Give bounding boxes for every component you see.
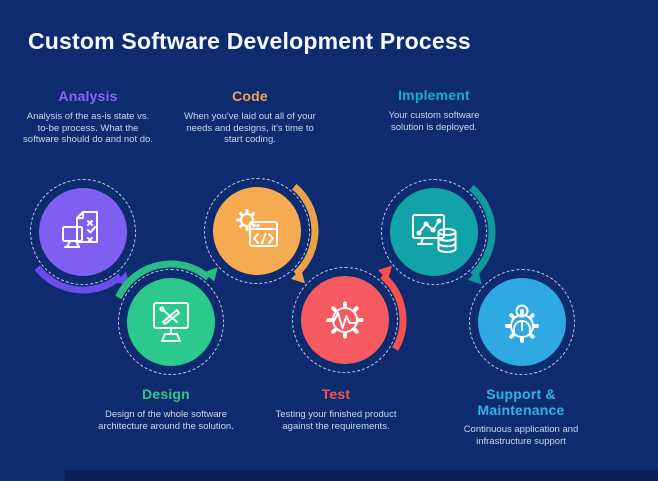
stage-node-implement — [381, 179, 487, 285]
stage-node-support — [469, 269, 575, 375]
stage-circle-code — [213, 187, 301, 275]
stage-heading-analysis: Analysis — [58, 88, 118, 104]
stage-circle-analysis — [39, 188, 127, 276]
dashed-ring — [469, 269, 575, 375]
stage-heading-support: Support & Maintenance — [477, 386, 565, 418]
stage-text-test: Test Testing your finished product again… — [261, 386, 411, 432]
stage-description-analysis: Analysis of the as-is state vs. to-be pr… — [23, 111, 153, 145]
gear-pulse-icon — [326, 301, 364, 339]
monitor-checklist-icon — [62, 211, 98, 248]
stage-description-implement: Your custom software solution is deploye… — [388, 110, 480, 133]
stage-circle-test — [301, 276, 389, 364]
dashed-ring — [381, 179, 487, 285]
stage-text-support: Support & Maintenance Continuous applica… — [431, 386, 611, 447]
stage-heading-implement: Implement — [398, 87, 470, 103]
code-window-gear-icon — [236, 209, 278, 247]
dashed-ring — [118, 269, 224, 375]
stage-heading-test: Test — [321, 386, 351, 402]
stage-text-code: Code When you've laid out all of your ne… — [175, 88, 325, 146]
stage-node-analysis — [30, 179, 136, 285]
bottom-shadow-strip — [65, 470, 658, 481]
stage-node-code — [204, 178, 310, 284]
stage-description-test: Testing your finished product against th… — [275, 409, 397, 432]
stage-description-design: Design of the whole software architectur… — [98, 409, 234, 432]
monitor-design-tools-icon — [153, 302, 189, 342]
stage-description-code: When you've laid out all of your needs a… — [184, 111, 316, 145]
dashed-ring — [292, 267, 398, 373]
dashed-ring — [204, 178, 310, 284]
stage-circle-support — [478, 278, 566, 366]
stage-heading-design: Design — [142, 386, 190, 402]
dashed-ring — [30, 179, 136, 285]
monitor-database-icon — [412, 214, 457, 253]
stage-circle-design — [127, 278, 215, 366]
stage-node-test — [292, 267, 398, 373]
stage-text-implement: Implement Your custom software solution … — [359, 87, 509, 133]
user-gear-icon — [505, 304, 539, 343]
stage-node-design — [118, 269, 224, 375]
stage-description-support: Continuous application and infrastructur… — [463, 424, 579, 447]
stage-text-design: Design Design of the whole software arch… — [91, 386, 241, 432]
stage-heading-code: Code — [232, 88, 268, 104]
page-title: Custom Software Development Process — [28, 28, 471, 54]
stage-circle-implement — [390, 188, 478, 276]
stage-text-analysis: Analysis Analysis of the as-is state vs.… — [13, 88, 163, 146]
